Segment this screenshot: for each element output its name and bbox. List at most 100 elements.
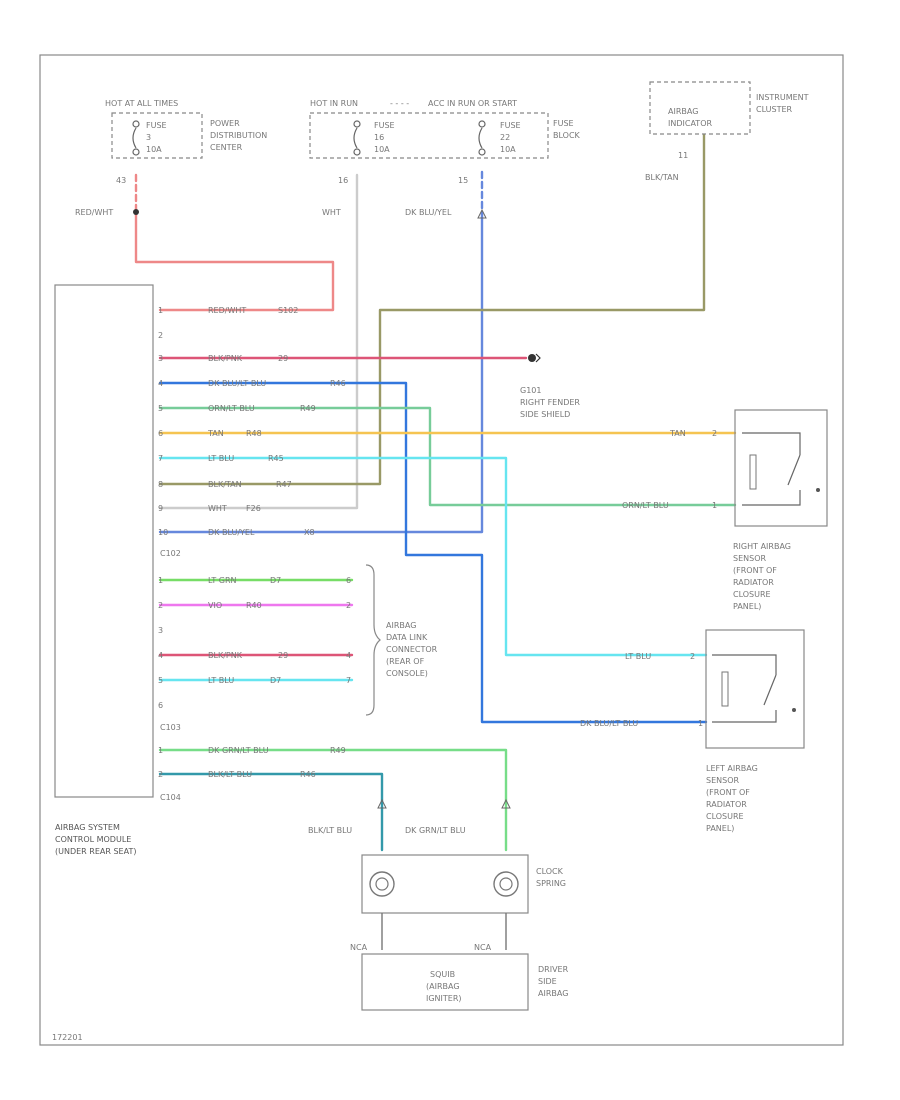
nca-left: NCA — [350, 943, 368, 952]
ground-id: G101 — [520, 386, 541, 395]
splice-label: R45 — [268, 454, 284, 463]
wire-label: DK BLU/YEL — [208, 528, 255, 537]
fuse-16-element — [353, 127, 358, 149]
wire-dk-blu-yel — [158, 213, 484, 534]
wire-label-red-wht-top: RED/WHT — [75, 208, 113, 217]
control-module-box — [54, 284, 154, 798]
wire-orn-lt-blu — [158, 406, 737, 507]
dlc-pin: 7 — [346, 676, 351, 685]
pin-number: 6 — [158, 429, 163, 438]
driver-airbag-label-3: AIRBAG — [538, 989, 568, 998]
dash-separator: - - - - — [390, 99, 409, 108]
pdc-label-2: DISTRIBUTION — [210, 131, 267, 140]
splice-label: R46 — [300, 770, 316, 779]
pin-number: 8 — [158, 480, 163, 489]
pin-number: 3 — [158, 354, 163, 363]
fuse-22-element — [478, 127, 483, 149]
clock-spring-left-coil-icon — [369, 871, 395, 897]
splice-label: R49 — [330, 746, 346, 755]
c103-pin-row: 1 LT GRN D7 6 — [158, 576, 351, 585]
c102-pin-row: 2 — [158, 331, 163, 340]
wire-white — [158, 173, 359, 510]
pin-number: 1 — [158, 306, 163, 315]
driver-side-airbag: SQUIB (AIRBAG IGNITER) DRIVER SIDE AIRBA… — [361, 953, 569, 1011]
instrument-cluster-label-1: INSTRUMENT — [756, 93, 809, 102]
pin-number: 3 — [158, 626, 163, 635]
c102-pin-row: 1 RED/WHT S102 — [158, 306, 298, 315]
c102-pin-row: 10 DK BLU/YEL X8 — [158, 528, 315, 537]
c102-pin-row: 3 BLK/PNK 29 — [158, 354, 288, 363]
pdc-box — [111, 112, 203, 159]
clock-spring-label-2: SPRING — [536, 879, 566, 888]
pin-number: 2 — [158, 601, 163, 610]
left-sensor-label-5: CLOSURE — [706, 812, 744, 821]
splice-label: R46 — [330, 379, 346, 388]
clock-spring-leads — [381, 913, 507, 950]
data-link-label-4: (REAR OF — [386, 657, 425, 666]
c103-pin-row: 4 BLK/PNK 29 4 — [158, 651, 351, 660]
splice-label: 29 — [278, 651, 288, 660]
splice-label: F26 — [246, 504, 261, 513]
pin-number: 1 — [158, 576, 163, 585]
splice-label: D7 — [270, 676, 281, 685]
left-sensor-label-2: SENSOR — [706, 776, 739, 785]
pdc-label-1: POWER — [210, 119, 240, 128]
pin-number: 10 — [158, 528, 168, 537]
fuse-area: HOT AT ALL TIMES HOT IN RUN - - - - ACC … — [75, 99, 581, 219]
clock-spring-wire-right: DK GRN/LT BLU — [405, 826, 466, 835]
wire-dk-blu-lt-blu — [158, 381, 708, 724]
driver-airbag-label-2: SIDE — [538, 977, 557, 986]
clock-spring-left-connector — [377, 798, 387, 809]
splice-label: R48 — [246, 429, 262, 438]
c102-pin-row: 5 ORN/LT BLU R49 — [158, 404, 316, 413]
hot-run-label: HOT IN RUN — [310, 99, 358, 108]
control-module-label-3: (UNDER REAR SEAT) — [55, 847, 136, 856]
fuse-block-label-2: BLOCK — [553, 131, 581, 140]
left-sensor-label-4: RADIATOR — [706, 800, 747, 809]
wire-blk-lt-blu — [158, 772, 384, 852]
left-sensor-wire-top: LT BLU — [625, 652, 651, 661]
ground-label-1: RIGHT FENDER — [520, 398, 580, 407]
fuse-3-element — [132, 127, 137, 149]
pin-number: 5 — [158, 676, 163, 685]
wire-label-dk-blu-yel-top: DK BLU/YEL — [405, 208, 452, 217]
control-module-label-2: CONTROL MODULE — [55, 835, 131, 844]
wire-label: ORN/LT BLU — [208, 404, 255, 413]
left-sensor-switch-icon — [712, 654, 777, 723]
dlc-pin: 2 — [346, 601, 351, 610]
right-airbag-sensor: TAN 2 ORN/LT BLU 1 RIGHT AIRBAG SENSOR (… — [622, 409, 828, 611]
c103-pin-row: 6 — [158, 701, 163, 710]
data-link-bracket — [365, 564, 381, 716]
dlc-pin: 4 — [346, 651, 351, 660]
right-sensor-label-5: CLOSURE — [733, 590, 771, 599]
clock-spring: BLK/LT BLU DK GRN/LT BLU CLOCK SPRING NC… — [308, 798, 566, 952]
clock-spring-wire-left: BLK/LT BLU — [308, 826, 352, 835]
wire-label-wht-top: WHT — [322, 208, 341, 217]
wire-label-blk-tan-top: BLK/TAN — [645, 173, 679, 182]
fuse-22-pin: 15 — [458, 176, 468, 185]
data-link-label-3: CONNECTOR — [386, 645, 438, 654]
data-link-connector: AIRBAG DATA LINK CONNECTOR (REAR OF CONS… — [365, 564, 438, 716]
pdc-label-3: CENTER — [210, 143, 243, 152]
airbag-indicator-label-1: AIRBAG — [668, 107, 698, 116]
wire-label: BLK/PNK — [208, 354, 243, 363]
right-sensor-contact-icon — [816, 488, 820, 492]
c102-pin-row: 9 WHT F26 — [158, 504, 261, 513]
c102-pins: 1 RED/WHT S102 2 3 BLK/PNK 29 4 DK BLU/L… — [158, 306, 346, 537]
fuse-22-name: FUSE — [500, 121, 521, 130]
nca-right: NCA — [474, 943, 492, 952]
wire-dk-grn-lt-blu — [158, 748, 508, 852]
data-link-label-2: DATA LINK — [386, 633, 428, 642]
wire-label: LT GRN — [208, 576, 237, 585]
splice-label: R40 — [246, 601, 262, 610]
pin-number: 1 — [158, 746, 163, 755]
pin-number: 4 — [158, 379, 163, 388]
c103-pins: 1 LT GRN D7 6 2 VIO R40 2 3 4 BLK/PNK 29… — [158, 576, 351, 710]
fuse-22-terminal-bottom — [478, 148, 486, 156]
left-sensor-label-6: PANEL) — [706, 824, 734, 833]
pin-number: 4 — [158, 651, 163, 660]
fuse-16-number: 16 — [374, 133, 384, 142]
wire-label: VIO — [208, 601, 222, 610]
right-sensor-label-2: SENSOR — [733, 554, 766, 563]
